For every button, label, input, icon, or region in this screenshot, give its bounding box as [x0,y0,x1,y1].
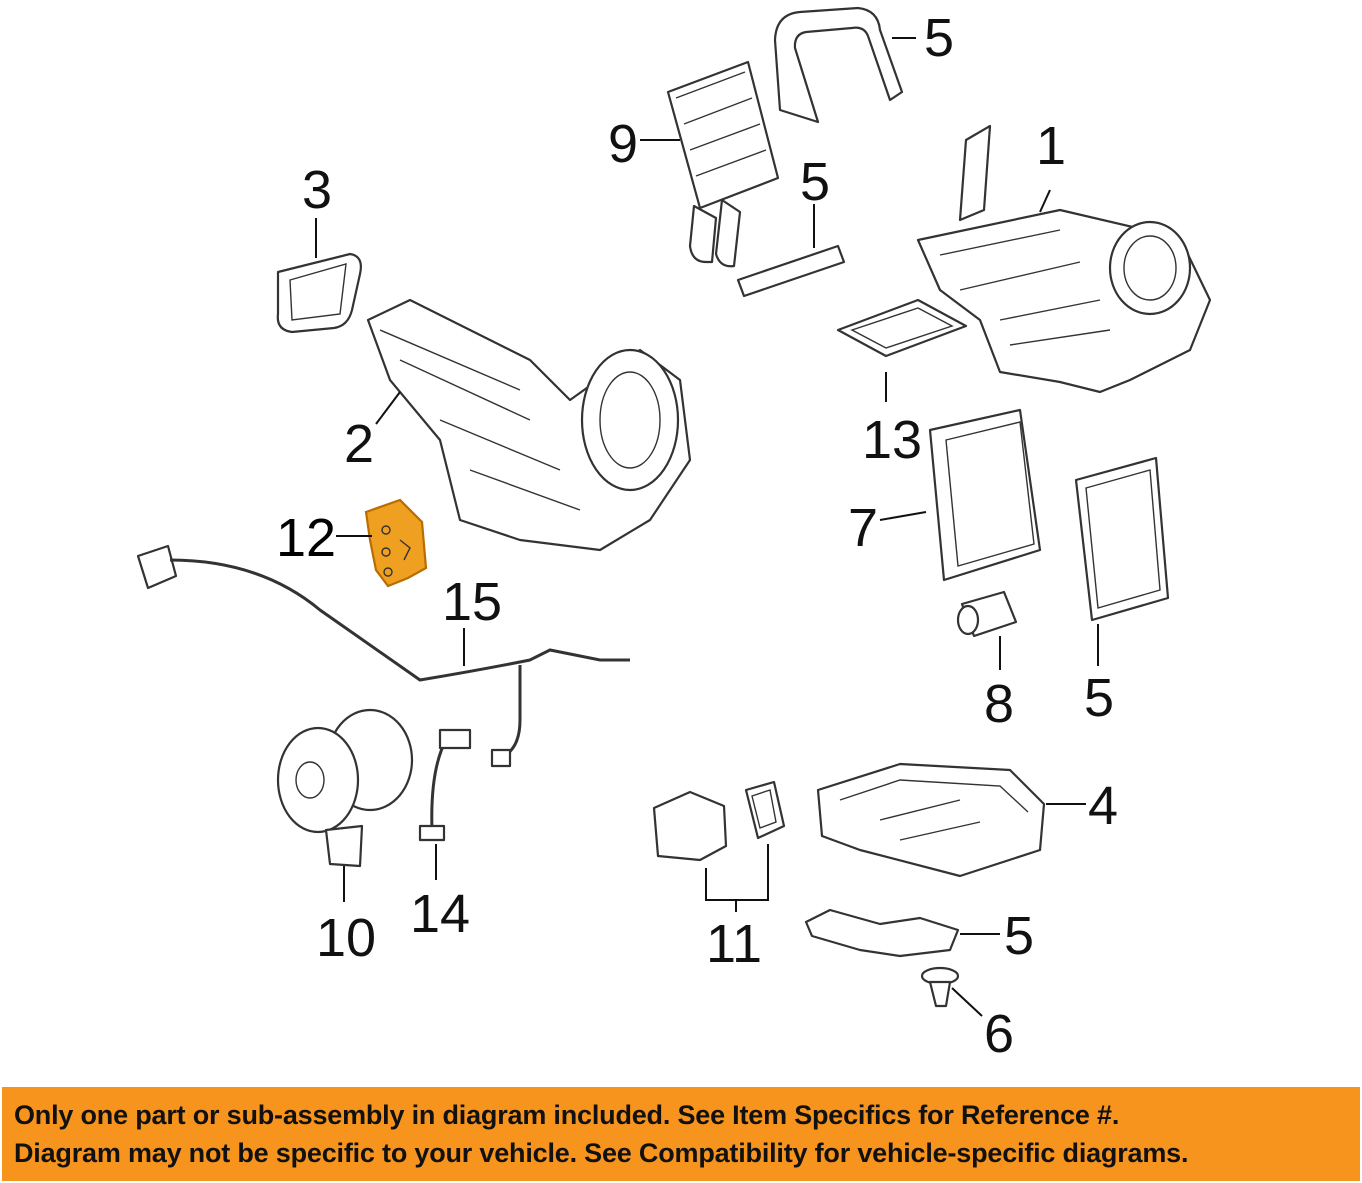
part-10-blower-motor [276,708,414,868]
part-5-seal-strip [736,244,846,298]
callout-7: 7 [848,498,878,558]
callout-14: 14 [410,884,470,944]
disclaimer-line-1: Only one part or sub-assembly in diagram… [14,1100,1120,1130]
disclaimer-line-2: Diagram may not be specific to your vehi… [14,1138,1189,1168]
part-7-evaporator [928,408,1042,582]
callout-5-top: 5 [924,8,954,68]
callout-5-panel: 5 [1084,668,1114,728]
part-6-clip [920,966,960,1008]
callout-9: 9 [608,114,638,174]
callout-15: 15 [442,572,502,632]
part-13-filter [836,298,968,358]
parts-diagram: 5 9 5 1 3 2 13 7 12 15 8 5 4 10 14 11 5 … [136,6,1212,1064]
part-2-blower-case [366,298,692,552]
part-15-wire-harness [136,544,630,768]
callout-5-bracket: 5 [1004,906,1034,966]
part-5-bracket [804,908,960,958]
callout-11: 11 [706,914,762,974]
callout-5-strip: 5 [800,152,830,212]
part-8-valve [956,590,1018,638]
callout-3: 3 [302,160,332,220]
part-9-heater-core [666,60,780,268]
callout-13: 13 [862,410,922,470]
callout-4: 4 [1088,776,1118,836]
callout-12: 12 [276,508,336,568]
part-12-blower-resistor [364,498,428,588]
part-5-top-strap [773,6,904,124]
callout-1: 1 [1036,116,1066,176]
part-5-right-panel [1074,456,1170,622]
callout-labels: 5 9 5 1 3 2 13 7 12 15 8 5 4 10 14 11 5 … [276,8,1118,1064]
callout-6: 6 [984,1004,1014,1064]
part-3-gasket [276,252,362,334]
part-4-lower-case [816,762,1046,878]
callout-8: 8 [984,674,1014,734]
part-14-sensor [418,728,472,842]
callout-10: 10 [316,908,376,968]
part-1-case [916,124,1212,394]
leader-lines [315,37,1099,1017]
callout-2: 2 [344,414,374,474]
part-11-actuators [652,780,786,862]
disclaimer-banner: Only one part or sub-assembly in diagram… [2,1087,1360,1181]
